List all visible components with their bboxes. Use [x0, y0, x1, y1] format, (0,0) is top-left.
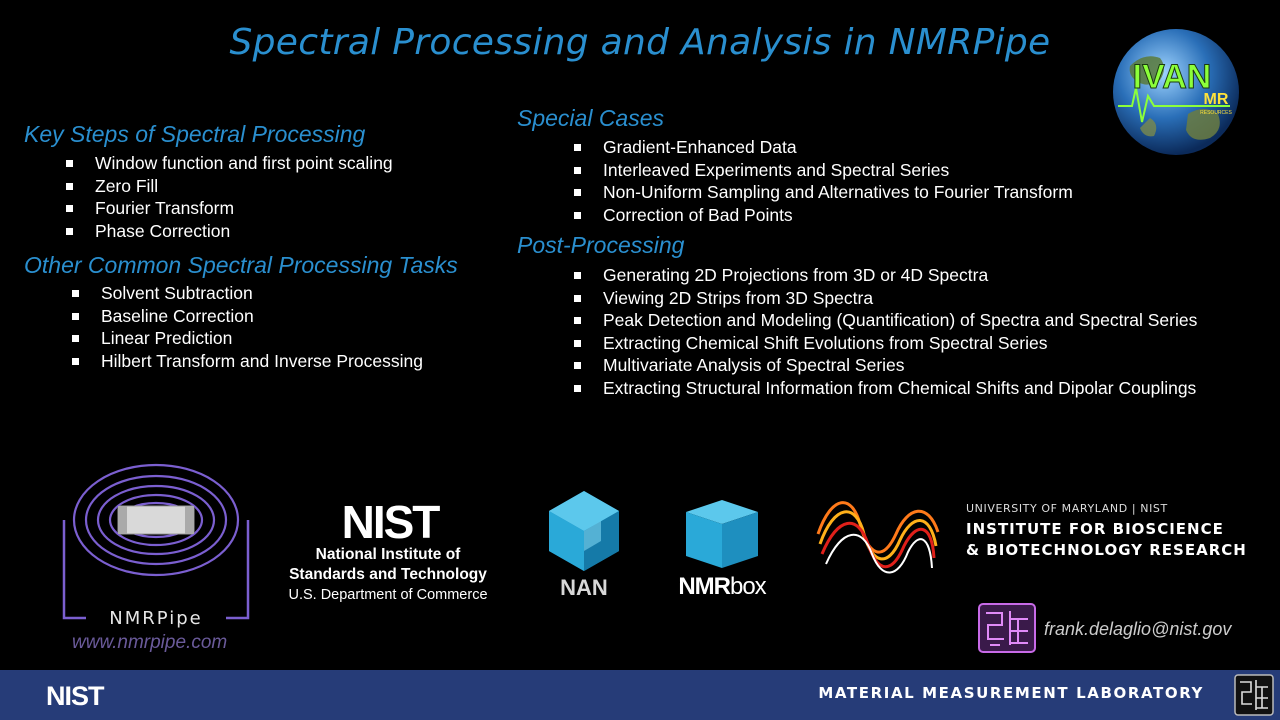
post-processing-heading: Post-Processing [517, 232, 685, 258]
key-steps-list: Window function and first point scaling … [66, 152, 393, 243]
list-item: Fourier Transform [66, 197, 393, 220]
nmrbox-label: NMRbox [668, 573, 776, 601]
list-item: Extracting Chemical Shift Evolutions fro… [573, 332, 1197, 355]
list-item: Interleaved Experiments and Spectral Ser… [574, 159, 1073, 182]
nmrpipe-logo: NMRPipe [62, 463, 250, 632]
special-cases-list: Gradient-Enhanced Data Interleaved Exper… [574, 136, 1073, 227]
other-tasks-heading: Other Common Spectral Processing Tasks [24, 252, 458, 278]
list-item: Linear Prediction [72, 327, 423, 350]
list-item: Phase Correction [66, 220, 393, 243]
nist-line2: Standards and Technology [289, 566, 487, 583]
nist-logo: NIST [342, 498, 443, 544]
ivan-resources-text: RESOURCES [1200, 110, 1232, 116]
list-item: Gradient-Enhanced Data [574, 136, 1073, 159]
ibbr-line1: INSTITUTE FOR BIOSCIENCE [966, 520, 1224, 538]
ivan-mr-text: MR [1204, 91, 1229, 108]
other-tasks-list: Solvent Subtraction Baseline Correction … [72, 282, 423, 372]
key-steps-heading: Key Steps of Spectral Processing [24, 121, 366, 147]
nist-name: National Institute of Standards and Tech… [276, 545, 500, 605]
list-item: Zero Fill [66, 175, 393, 198]
list-item: Generating 2D Projections from 3D or 4D … [573, 264, 1197, 287]
list-item: Extracting Structural Information from C… [573, 377, 1197, 398]
nmrbox-label-bold: NMR [678, 573, 731, 600]
special-cases-heading: Special Cases [517, 105, 665, 131]
ivan-globe-logo: IVAN MR RESOURCES [1113, 29, 1239, 155]
footer-nist-wordmark: NIST [46, 682, 105, 708]
list-item: Viewing 2D Strips from 3D Spectra [573, 287, 1197, 310]
list-item: Solvent Subtraction [72, 282, 423, 305]
ibbr-name: UNIVERSITY OF MARYLAND | NIST INSTITUTE … [966, 502, 1247, 561]
nist-line1: National Institute of [315, 546, 461, 563]
nist-wordmark: NIST [342, 498, 441, 544]
ivan-text: IVAN [1133, 58, 1212, 96]
nist-line3: U.S. Department of Commerce [288, 587, 488, 603]
list-item: Peak Detection and Modeling (Quantificat… [573, 310, 1198, 330]
nan-label: NAN [560, 575, 608, 600]
list-item: Multivariate Analysis of Spectral Series [573, 354, 1197, 377]
footer-seal-icon [1234, 674, 1274, 716]
nmrpipe-url-link[interactable]: www.nmrpipe.com [72, 632, 228, 653]
list-item: Baseline Correction [72, 305, 423, 328]
nmrbox-label-light: box [729, 573, 767, 600]
nmrpipe-label: NMRPipe [109, 608, 202, 629]
footer-nist-logo: NIST [46, 682, 106, 708]
list-item: Correction of Bad Points [574, 204, 1073, 227]
contact-email-link[interactable]: frank.delaglio@nist.gov [1044, 619, 1232, 639]
list-item: Window function and first point scaling [66, 153, 393, 173]
post-processing-list: Generating 2D Projections from 3D or 4D … [573, 264, 1198, 399]
ibbr-ribbon-logo [816, 501, 940, 574]
list-item: Hilbert Transform and Inverse Processing [72, 350, 423, 371]
page-title: Spectral Processing and Analysis in NMRP… [229, 22, 1051, 63]
nan-cube-logo [549, 491, 619, 571]
ibbr-university: UNIVERSITY OF MARYLAND | NIST [966, 502, 1168, 515]
nmrbox-cube-logo [686, 500, 758, 568]
seal-stamp-icon [978, 603, 1036, 653]
ibbr-line2: & BIOTECHNOLOGY RESEARCH [966, 541, 1247, 559]
footer-bar [0, 670, 1280, 720]
footer-lab-name: MATERIAL MEASUREMENT LABORATORY [818, 684, 1204, 702]
list-item: Non-Uniform Sampling and Alternatives to… [574, 182, 1073, 202]
